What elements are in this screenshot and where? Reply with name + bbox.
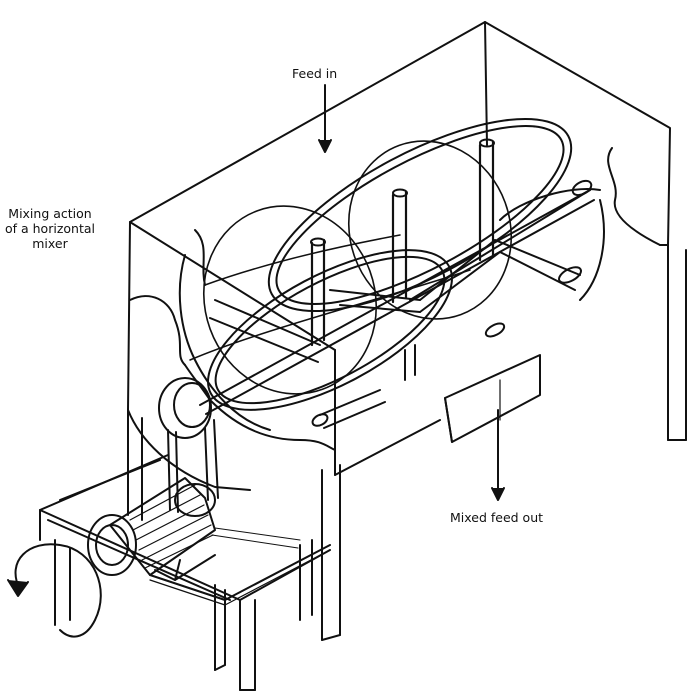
mixed-feed-out-label: Mixed feed out bbox=[450, 510, 544, 525]
motor-end-cap bbox=[87, 514, 137, 576]
rotation-arrow bbox=[14, 543, 102, 638]
flow-arrows bbox=[7, 84, 505, 638]
mixing-action-line-2: of a horizontal bbox=[4, 221, 95, 236]
agitator bbox=[199, 117, 595, 429]
shaft-pulley bbox=[158, 377, 212, 439]
motor-body bbox=[109, 477, 216, 576]
feed-in-label: Feed in bbox=[292, 66, 338, 81]
discharge-hopper bbox=[444, 354, 541, 443]
mixing-action-line-3: mixer bbox=[32, 236, 68, 251]
motor-stand bbox=[39, 454, 331, 691]
mixing-action-caption: Mixing action of a horizontal mixer bbox=[0, 206, 100, 251]
mixer-legs bbox=[127, 244, 687, 641]
mixing-action-line-1: Mixing action bbox=[8, 206, 92, 221]
mixer-trough bbox=[127, 21, 671, 491]
